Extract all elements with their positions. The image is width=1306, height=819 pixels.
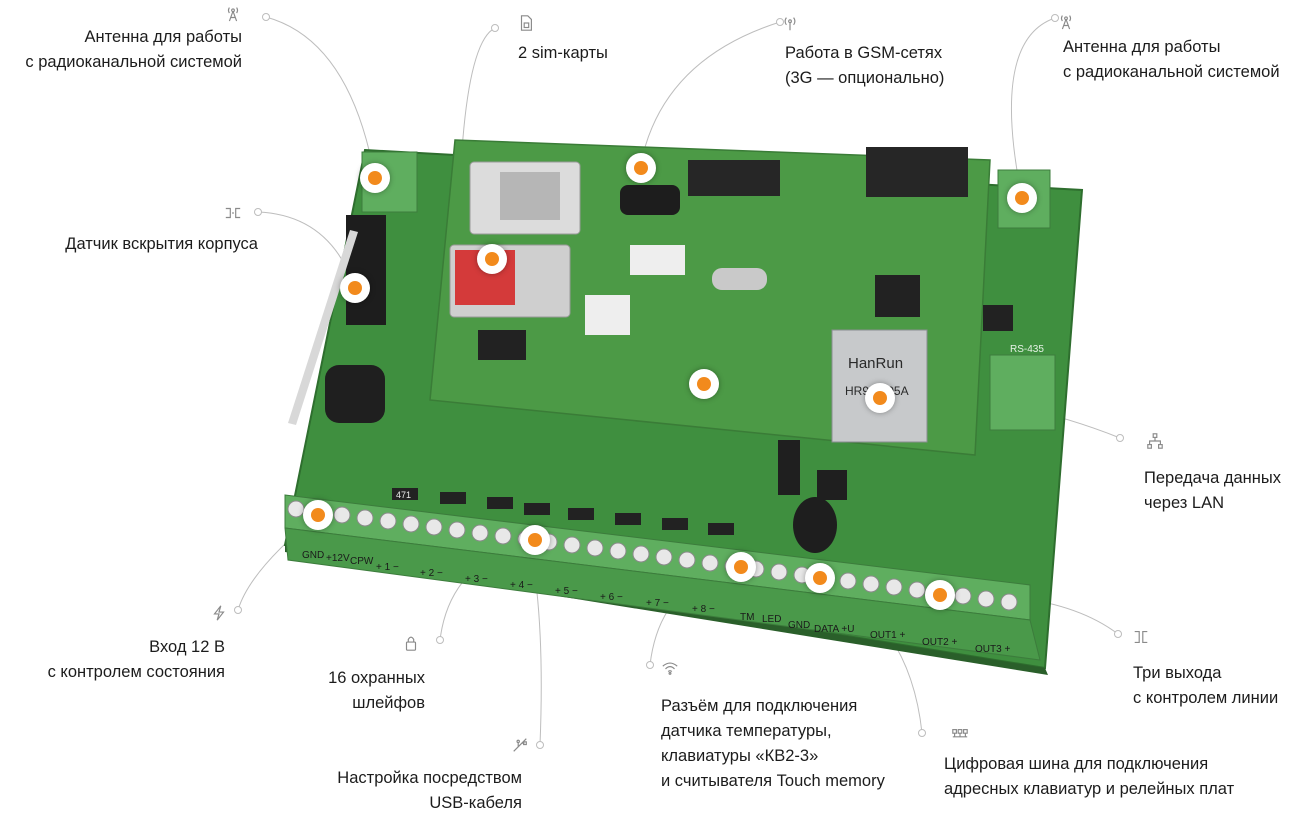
label-antenna-right: Антенна для работы с радиоканальной сист… (1063, 38, 1280, 81)
lightning-icon (208, 602, 230, 624)
label-loops: 16 охранных шлейфов (328, 669, 425, 712)
usb-connector (778, 440, 800, 495)
bus-icon (949, 724, 971, 746)
terminal-label-15: OUT1 + (870, 630, 905, 641)
rs-label: RS-435 (1010, 344, 1044, 355)
chip-2 (478, 330, 526, 360)
hotspot-tamper[interactable] (340, 273, 370, 303)
hotspot-usb[interactable] (689, 369, 719, 399)
inductor (325, 365, 385, 423)
terminal-label-14: DATA +U (814, 624, 854, 635)
label-tamper: Датчик вскрытия корпуса (65, 235, 258, 253)
sim-card-icon (515, 12, 537, 34)
label-temp: Разъём для подключения датчика температу… (661, 697, 885, 790)
terminal-label-2: CPW (350, 556, 374, 567)
hotspot-gsm[interactable] (626, 153, 656, 183)
terminal-label-3: + 1 − (376, 562, 399, 573)
rs-terminal (989, 354, 1056, 431)
hotspot-power[interactable] (303, 500, 333, 530)
terminal-label-13: GND (788, 620, 810, 631)
lock-icon (400, 632, 422, 654)
terminal-label-17: OUT3 + (975, 644, 1010, 655)
resistor-label: 471 (396, 490, 411, 500)
white-connector-1 (630, 245, 685, 275)
terminal-label-1: +12V (326, 553, 350, 564)
white-connector-2 (585, 295, 630, 335)
terminal-label-10: + 8 − (692, 604, 715, 615)
hotspot-bus[interactable] (805, 563, 835, 593)
hotspot-outputs[interactable] (925, 580, 955, 610)
hotspot-antenna-left[interactable] (360, 163, 390, 193)
tamper-sensor-icon (222, 202, 244, 224)
label-antenna-left: Антенна для работы с радиоканальной сист… (25, 28, 242, 71)
chip-1 (875, 275, 920, 317)
crystal (712, 268, 767, 290)
terminal-label-9: + 7 − (646, 598, 669, 609)
hotspot-temp[interactable] (726, 552, 756, 582)
hotspot-sim[interactable] (477, 244, 507, 274)
buzzer (620, 185, 680, 215)
label-lan: Передача данных через LAN (1144, 469, 1281, 512)
usb-icon (509, 734, 531, 756)
terminal-label-0: GND (302, 550, 324, 561)
terminal-label-8: + 6 − (600, 592, 623, 603)
hotspot-lan[interactable] (865, 383, 895, 413)
terminal-label-4: + 2 − (420, 568, 443, 579)
label-power: Вход 12 В с контролем состояния (47, 638, 225, 681)
terminal-label-5: + 3 − (465, 574, 488, 585)
terminal-label-11: TM (740, 612, 754, 623)
label-bus: Цифровая шина для подключения адресных к… (944, 755, 1235, 798)
label-outputs: Три выхода с контролем линии (1133, 664, 1279, 707)
signal-icon (779, 12, 801, 34)
hotspot-loops[interactable] (520, 525, 550, 555)
wifi-icon (659, 657, 681, 679)
label-usb: Настройка посредством USB-кабеля (337, 769, 522, 812)
electrolytic-capacitor (793, 497, 837, 553)
label-gsm: Работа в GSM-сетях (3G — опционально) (785, 44, 945, 87)
chip-3 (983, 305, 1013, 331)
output-icon (1130, 626, 1152, 648)
header-connector-2 (866, 147, 968, 197)
label-sim: 2 sim-карты (518, 44, 608, 62)
antenna-icon (1055, 10, 1077, 32)
hotspot-antenna-right[interactable] (1007, 183, 1037, 213)
jack-brand: HanRun (848, 355, 903, 372)
network-icon (1144, 430, 1166, 452)
terminal-label-6: + 4 − (510, 580, 533, 591)
terminal-label-12: LED (762, 614, 781, 625)
terminal-label-16: OUT2 + (922, 637, 957, 648)
antenna-icon (222, 2, 244, 24)
header-connector-1 (688, 160, 780, 196)
terminal-label-7: + 5 − (555, 586, 578, 597)
